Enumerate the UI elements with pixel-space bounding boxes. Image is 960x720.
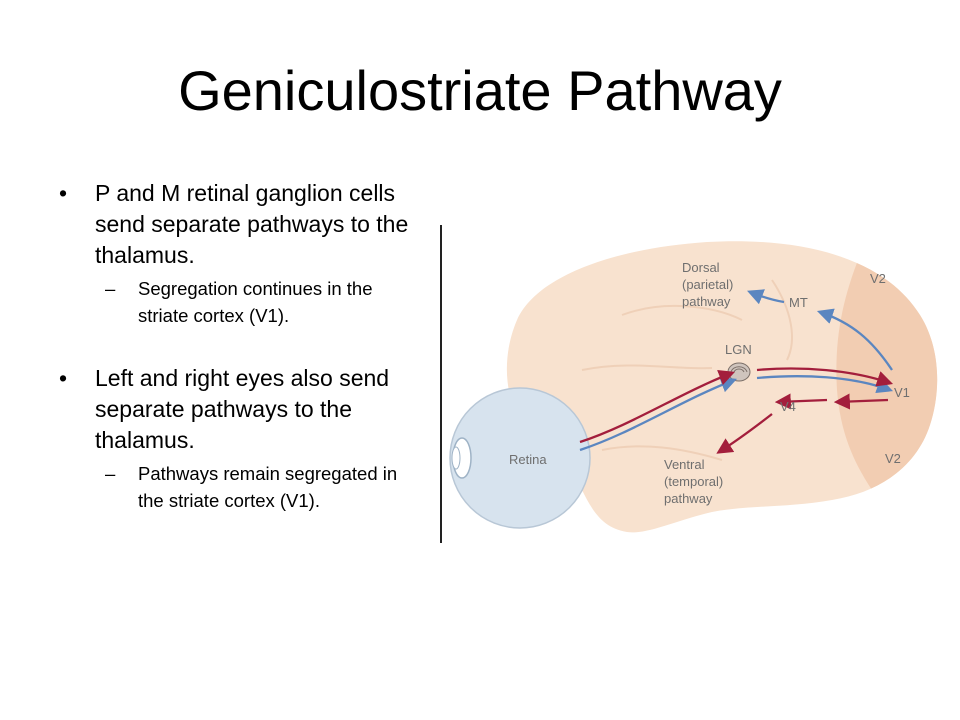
retina-label: Retina: [509, 452, 547, 467]
bullet-text: Left and right eyes also send separate p…: [95, 365, 390, 453]
sub-bullet-text: Segregation continues in the striate cor…: [138, 278, 373, 326]
sub-bullet-glyph: –: [105, 463, 116, 484]
dorsal-label-line1: Dorsal: [682, 260, 720, 275]
v4-label: V4: [780, 399, 796, 414]
dorsal-label-line3: pathway: [682, 294, 731, 309]
vertical-divider: [440, 225, 442, 543]
retina-to-lgn-parvo-arrow: [579, 370, 736, 444]
bullet-item: • P and M retinal ganglion cells send se…: [55, 178, 425, 271]
sub-bullet-text: Pathways remain segregated in the striat…: [138, 463, 398, 511]
eye-icon: [449, 387, 591, 529]
v2-bottom-label: V2: [885, 451, 901, 466]
sub-bullet-glyph: –: [105, 278, 116, 299]
v2-top-label: V2: [870, 271, 886, 286]
v1-label: V1: [894, 385, 910, 400]
v1-to-mt-arrow: [816, 308, 893, 371]
mt-to-dorsal-arrow: [747, 289, 785, 305]
v4-to-ventral-arrow: [716, 413, 773, 454]
slide-title: Geniculostriate Pathway: [178, 59, 782, 122]
ventral-label-line3: pathway: [664, 491, 713, 506]
bullet-item: • Left and right eyes also send separate…: [55, 363, 425, 456]
retina-to-lgn-magno-arrow: [579, 377, 738, 452]
lgn-to-v1-parvo-arrow: [756, 367, 894, 387]
bullet-glyph: •: [59, 365, 68, 391]
ventral-label-line2: (temporal): [664, 474, 723, 489]
lgn-label: LGN: [725, 342, 752, 357]
sub-bullet-item: – Segregation continues in the striate c…: [55, 275, 425, 329]
bullet-list: • P and M retinal ganglion cells send se…: [55, 178, 425, 514]
sub-bullet-item: – Pathways remain segregated in the stri…: [55, 460, 425, 514]
bullet-glyph: •: [59, 180, 68, 206]
brain-pathway-diagram: Dorsal (parietal) pathway MT LGN V2 V1 V…: [449, 241, 938, 533]
striate-cortex-region: [836, 250, 938, 490]
lgn-icon: [727, 362, 751, 382]
ventral-label-line1: Ventral: [664, 457, 705, 472]
v1-to-v4-arrow-lower: [774, 393, 828, 410]
mt-label: MT: [789, 295, 808, 310]
bullet-text: P and M retinal ganglion cells send sepa…: [95, 180, 409, 268]
v1-to-v4-arrow-upper: [833, 393, 889, 410]
dorsal-label-line2: (parietal): [682, 277, 733, 292]
